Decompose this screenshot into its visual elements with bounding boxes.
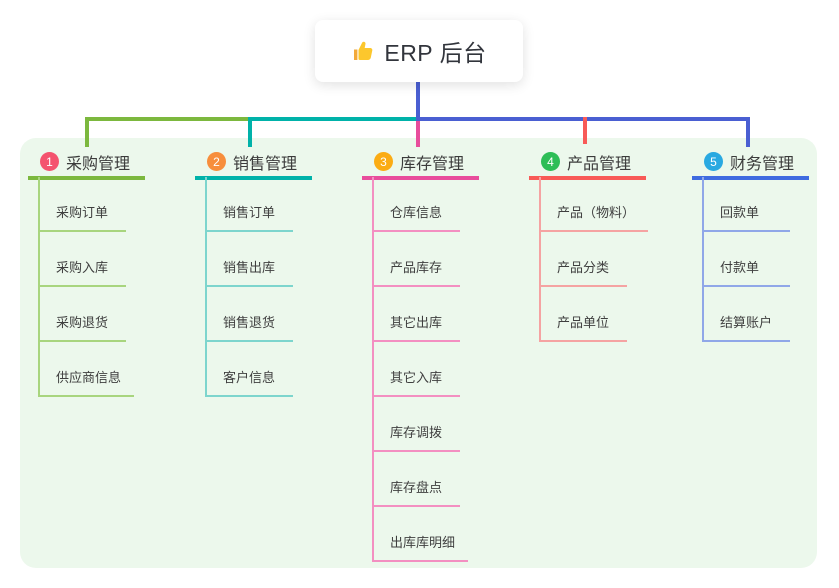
child-label: 库存调拨 xyxy=(372,422,460,452)
child-label: 采购退货 xyxy=(38,312,126,342)
child-node[interactable]: 销售订单 xyxy=(205,177,312,232)
branch-procurement-header[interactable]: 1 采购管理 xyxy=(28,150,145,180)
branch-number-badge: 4 xyxy=(541,152,560,171)
child-node[interactable]: 仓库信息 xyxy=(372,177,479,232)
branch-title: 销售管理 xyxy=(233,155,298,173)
child-label: 结算账户 xyxy=(702,312,790,342)
child-label: 采购订单 xyxy=(38,202,126,232)
child-node[interactable]: 采购退货 xyxy=(38,287,145,342)
child-node[interactable]: 客户信息 xyxy=(205,342,312,397)
child-node[interactable]: 销售出库 xyxy=(205,232,312,287)
child-label: 供应商信息 xyxy=(38,367,135,397)
root-node-label: ERP 后台 xyxy=(384,40,487,66)
branch-title: 采购管理 xyxy=(66,155,131,173)
child-node[interactable]: 产品（物料） xyxy=(539,177,649,232)
child-label: 付款单 xyxy=(702,257,790,287)
child-label: 回款单 xyxy=(702,202,790,232)
branch-number-badge: 3 xyxy=(374,152,393,171)
branch-sales-header[interactable]: 2 销售管理 xyxy=(195,150,312,180)
branch-title: 产品管理 xyxy=(567,155,632,173)
branch-product: 4 产品管理 产品（物料） 产品分类 产品单位 xyxy=(529,150,649,342)
child-label: 其它出库 xyxy=(372,312,460,342)
child-label: 出库库明细 xyxy=(372,532,469,562)
child-node[interactable]: 产品单位 xyxy=(539,287,648,342)
child-node[interactable]: 其它出库 xyxy=(372,287,479,342)
branch-product-children: 产品（物料） 产品分类 产品单位 xyxy=(539,177,649,342)
thumbs-up-icon xyxy=(351,39,375,63)
branch-inventory-children: 仓库信息 产品库存 其它出库 其它入库 库存调拨 库存盘点 出库库明细 xyxy=(372,177,479,562)
child-node[interactable]: 库存调拨 xyxy=(372,397,479,452)
child-node[interactable]: 产品分类 xyxy=(539,232,648,287)
child-label: 销售订单 xyxy=(205,202,293,232)
child-node[interactable]: 付款单 xyxy=(702,232,809,287)
branch-title: 财务管理 xyxy=(730,155,795,173)
mindmap-background-panel xyxy=(20,138,817,568)
child-label: 销售退货 xyxy=(205,312,293,342)
child-node[interactable]: 采购入库 xyxy=(38,232,145,287)
branch-sales: 2 销售管理 销售订单 销售出库 销售退货 客户信息 xyxy=(195,150,312,397)
child-label: 产品库存 xyxy=(372,257,460,287)
branch-number-badge: 2 xyxy=(207,152,226,171)
branch-product-header[interactable]: 4 产品管理 xyxy=(529,150,646,180)
child-label: 产品（物料） xyxy=(539,202,649,232)
branch-procurement: 1 采购管理 采购订单 采购入库 采购退货 供应商信息 xyxy=(28,150,145,397)
branch-title: 库存管理 xyxy=(400,155,465,173)
child-label: 客户信息 xyxy=(205,367,293,397)
branch-number-badge: 1 xyxy=(40,152,59,171)
child-label: 销售出库 xyxy=(205,257,293,287)
branch-procurement-children: 采购订单 采购入库 采购退货 供应商信息 xyxy=(38,177,145,397)
child-node[interactable]: 回款单 xyxy=(702,177,809,232)
child-node[interactable]: 库存盘点 xyxy=(372,452,479,507)
branch-number-badge: 5 xyxy=(704,152,723,171)
child-node[interactable]: 销售退货 xyxy=(205,287,312,342)
child-label: 仓库信息 xyxy=(372,202,460,232)
child-node[interactable]: 产品库存 xyxy=(372,232,479,287)
child-label: 产品分类 xyxy=(539,257,627,287)
root-node[interactable]: ERP 后台 xyxy=(315,20,523,82)
child-label: 产品单位 xyxy=(539,312,627,342)
child-node[interactable]: 供应商信息 xyxy=(38,342,145,397)
child-label: 库存盘点 xyxy=(372,477,460,507)
child-label: 采购入库 xyxy=(38,257,126,287)
branch-finance-children: 回款单 付款单 结算账户 xyxy=(702,177,809,342)
child-label: 其它入库 xyxy=(372,367,460,397)
branch-inventory: 3 库存管理 仓库信息 产品库存 其它出库 其它入库 库存调拨 库存盘点 出库库… xyxy=(362,150,479,562)
child-node[interactable]: 出库库明细 xyxy=(372,507,479,562)
branch-finance-header[interactable]: 5 财务管理 xyxy=(692,150,809,180)
branch-finance: 5 财务管理 回款单 付款单 结算账户 xyxy=(692,150,809,342)
branch-sales-children: 销售订单 销售出库 销售退货 客户信息 xyxy=(205,177,312,397)
branch-inventory-header[interactable]: 3 库存管理 xyxy=(362,150,479,180)
child-node[interactable]: 其它入库 xyxy=(372,342,479,397)
child-node[interactable]: 采购订单 xyxy=(38,177,145,232)
child-node[interactable]: 结算账户 xyxy=(702,287,809,342)
